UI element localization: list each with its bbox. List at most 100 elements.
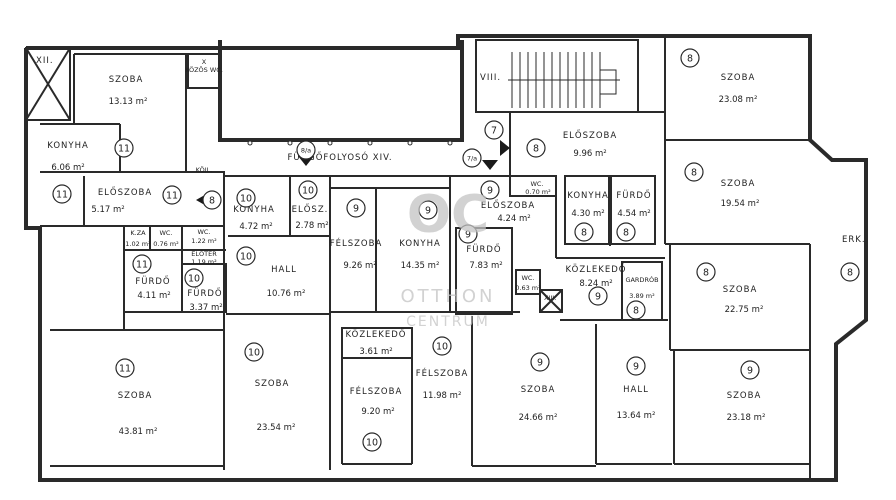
watermark-line2: CENTRUM — [406, 314, 490, 330]
room-area: 13.13 m² — [109, 97, 148, 107]
room-area: 0.70 m² — [525, 188, 551, 196]
svg-text:11: 11 — [136, 260, 148, 271]
unit-marker: 10 — [298, 180, 318, 200]
room-name: SZOBA — [521, 385, 556, 395]
unit-marker: 10 — [184, 268, 204, 288]
room-name: SZOBA — [721, 179, 756, 189]
room-names: SZOBA KÖZÖS WC. KONYHA ELŐSZOBA KÖIL. K.… — [47, 65, 760, 401]
room-area: 22.75 m² — [725, 305, 764, 315]
room-area: 4.24 m² — [497, 214, 530, 224]
unit-markers: X 11 11 11 8 11 10 11 10 10 10 10 9 9 9 … — [52, 48, 860, 452]
unit-marker: X — [202, 58, 207, 66]
unit-marker: 10 — [432, 336, 452, 356]
arrow-7 — [500, 140, 510, 156]
room-area: 9.96 m² — [573, 149, 606, 159]
room-area: 23.18 m² — [727, 413, 766, 423]
svg-text:9: 9 — [353, 204, 359, 215]
svg-text:10: 10 — [240, 194, 252, 205]
svg-text:10: 10 — [366, 438, 378, 449]
room-area: 4.30 m² — [571, 209, 604, 219]
room-area: 10.76 m² — [267, 289, 306, 299]
unit-marker: 10 — [236, 246, 256, 266]
unit-marker: 9 — [626, 356, 646, 376]
entrance-markers: 8/a 7/a 7 — [296, 120, 504, 168]
watermark-logo: OC — [407, 185, 489, 245]
svg-text:9: 9 — [465, 230, 471, 241]
room-area: 7.83 m² — [469, 261, 502, 271]
svg-text:8: 8 — [847, 268, 853, 279]
svg-text:7/a: 7/a — [467, 155, 477, 163]
room-name: FÜRDŐ — [616, 190, 651, 201]
room-area: 19.54 m² — [721, 199, 760, 209]
room-name: ELŐSZ. — [292, 204, 329, 215]
svg-text:11: 11 — [56, 190, 68, 201]
unit-marker: 11 — [132, 254, 152, 274]
room-name: GARDRÓB — [625, 275, 658, 284]
bath-box-9 — [455, 227, 513, 315]
balcony-label: ERK. — [842, 235, 866, 245]
room-area: 1.22 m² — [191, 237, 217, 245]
svg-text:7: 7 — [491, 126, 497, 137]
arrow-7a — [482, 160, 498, 170]
bath-box-10 — [181, 263, 227, 313]
room-area: 13.64 m² — [617, 411, 656, 421]
unit-marker: 9 — [530, 352, 550, 372]
unit-marker: 10 — [362, 432, 382, 452]
room-name: FÉLSZOBA — [350, 385, 403, 397]
stair-label-small: XIII. — [544, 294, 556, 302]
room-area: 0.76 m² — [153, 240, 179, 248]
room-area: 6.06 m² — [51, 163, 84, 173]
unit-marker: 8 — [840, 262, 860, 282]
svg-text:9: 9 — [633, 362, 639, 373]
svg-text:10: 10 — [248, 348, 260, 359]
room-area: 3.61 m² — [359, 347, 392, 357]
svg-text:8: 8 — [691, 168, 697, 179]
corridor-doors — [247, 140, 453, 146]
unit-marker: 11 — [114, 138, 134, 158]
room-area: 23.54 m² — [257, 423, 296, 433]
unit-marker: 10 — [244, 342, 264, 362]
unit-marker: 9 — [458, 224, 478, 244]
interior-walls — [40, 36, 811, 480]
unit-marker: 8 — [574, 222, 594, 242]
room-area: 1.19 m² — [191, 258, 217, 266]
room-area: 9.20 m² — [361, 407, 394, 417]
unit-marker: 8 — [696, 262, 716, 282]
svg-text:9: 9 — [595, 292, 601, 303]
room-name: SZOBA — [723, 285, 758, 295]
lift-box — [539, 289, 563, 313]
outer-walls — [24, 34, 868, 482]
room-name: KÖZLEKEDŐ — [346, 329, 407, 340]
room-area: 43.81 m² — [119, 427, 158, 437]
room-name: FÜRDŐ — [135, 276, 170, 287]
svg-text:11: 11 — [166, 191, 178, 202]
room-area: 4.11 m² — [137, 291, 170, 301]
unit-marker: 8 — [616, 222, 636, 242]
unit-marker: 8 — [684, 162, 704, 182]
entrance-marker: 7 — [484, 120, 504, 140]
unit-marker: 11 — [52, 184, 72, 204]
svg-text:8: 8 — [533, 144, 539, 155]
room-name: KÖZÖS WC. — [185, 65, 223, 74]
bath-box-8 — [610, 175, 656, 245]
room-name: ELŐTÉR — [191, 249, 217, 258]
room-area: 3.37 m² — [189, 303, 222, 313]
stair-shaft-left — [25, 47, 71, 121]
room-name: KÖZLEKEDŐ — [566, 264, 627, 275]
room-name: K.ZA — [130, 229, 146, 237]
svg-text:11: 11 — [119, 364, 131, 375]
entrance-marker: 8/a — [296, 140, 316, 160]
room-name: HALL — [271, 265, 297, 275]
unit-marker: 11 — [115, 358, 135, 378]
unit-marker: 11 — [162, 185, 182, 205]
room-area: 3.89 m² — [629, 292, 655, 300]
unit-marker: 8 — [626, 300, 646, 320]
svg-text:8: 8 — [209, 196, 215, 207]
svg-text:8: 8 — [633, 306, 639, 317]
unit-marker: 9 — [346, 198, 366, 218]
unit-marker: 8 — [202, 190, 222, 210]
svg-text:11: 11 — [118, 144, 130, 155]
room-name: WC. — [521, 274, 534, 282]
stair-label-mid: VIII. — [480, 73, 501, 83]
unit-marker: 9 — [740, 360, 760, 380]
